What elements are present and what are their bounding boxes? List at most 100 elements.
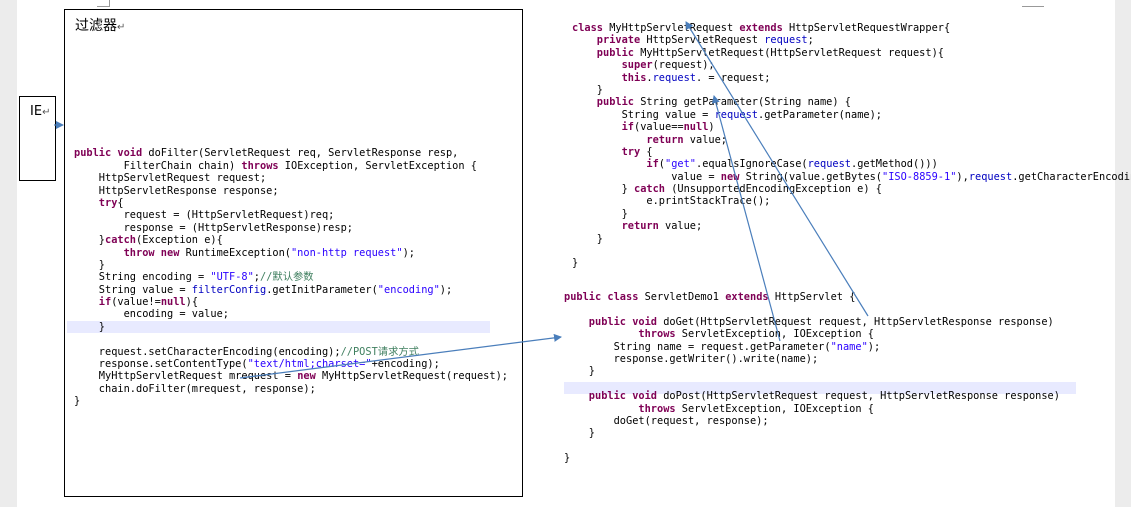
filter-code-token: String value = bbox=[74, 283, 192, 296]
filter-code-token: //默认参数 bbox=[260, 271, 314, 284]
filter-code-token: if bbox=[74, 296, 112, 309]
servlet-code-token: throws bbox=[564, 402, 682, 415]
wrapper-code-token: ( bbox=[658, 158, 665, 171]
filter-code-token: "encoding" bbox=[377, 283, 440, 296]
filter-code-line: String value = filterConfig.getInitParam… bbox=[74, 284, 508, 296]
filter-code-line: HttpServletRequest request; bbox=[74, 172, 508, 184]
wrapper-code-token: "get" bbox=[665, 158, 696, 171]
wrapper-code-line: } bbox=[572, 233, 1131, 245]
servlet-code-token: ); bbox=[867, 340, 881, 353]
servlet-code-token: class bbox=[607, 291, 645, 303]
filter-code-token: void bbox=[117, 147, 149, 160]
arrow-servlet-to-getparameter bbox=[711, 95, 781, 342]
filter-code-token: ; bbox=[253, 271, 260, 284]
servlet-code-line: } bbox=[564, 427, 1060, 439]
wrapper-code-line: try { bbox=[572, 146, 1131, 158]
servlet-code-line: doGet(request, response); bbox=[564, 415, 1060, 427]
filter-code-token: } bbox=[74, 395, 81, 408]
wrapper-code-token: request bbox=[764, 34, 808, 47]
wrapper-code-token: HttpServletRequestWrapper{ bbox=[789, 22, 951, 34]
wrapper-code-line: this.request. = request; bbox=[572, 72, 1131, 84]
filter-code-token: filterConfig bbox=[191, 283, 267, 296]
filter-code-token: (Exception e){ bbox=[136, 234, 223, 247]
page-corner-mark-top-right bbox=[1022, 0, 1044, 7]
servlet-code-token: extends bbox=[725, 291, 775, 303]
wrapper-code-token: . bbox=[646, 71, 653, 84]
wrapper-code-token: ; bbox=[807, 34, 814, 47]
wrapper-code-line: return value; bbox=[572, 134, 1131, 146]
filter-code-token: //POST请求方式 bbox=[340, 345, 419, 358]
filter-code-line: encoding = value; bbox=[74, 308, 508, 320]
wrapper-code-token: String value = bbox=[572, 108, 715, 121]
wrapper-code-token: request bbox=[652, 71, 697, 84]
servlet-code-line: } bbox=[564, 365, 1060, 377]
page-corner-mark-top-left bbox=[97, 0, 110, 7]
filter-code-token: ); bbox=[439, 283, 453, 296]
filter-code-token: encoding = value; bbox=[74, 308, 229, 321]
filter-code-token: ); bbox=[402, 246, 415, 259]
wrapper-code-token: catch bbox=[634, 183, 672, 196]
servlet-code-token: ServletException, IOException { bbox=[681, 402, 874, 415]
wrapper-code-token: .getCharacterEncoding()); bbox=[1012, 170, 1131, 183]
wrapper-code-token: private bbox=[572, 34, 647, 47]
filter-code-token: public bbox=[74, 147, 118, 160]
wrapper-code-line: } bbox=[572, 208, 1131, 220]
wrapper-code-line: } bbox=[572, 257, 1131, 269]
filter-code-token: (value!= bbox=[111, 296, 161, 309]
paragraph-mark: ↵ bbox=[42, 107, 51, 118]
filter-code-line: String encoding = "UTF-8";//默认参数 bbox=[74, 271, 508, 283]
filter-code-token: request = (HttpServletRequest)req; bbox=[74, 209, 335, 222]
servlet-code-token: doPost(HttpServletRequest request, HttpS… bbox=[663, 390, 1060, 403]
filter-code-line: } bbox=[74, 395, 508, 407]
filter-code-token: FilterChain chain) bbox=[74, 159, 242, 172]
wrapper-code-line: return value; bbox=[572, 220, 1131, 232]
filter-code-token: throws bbox=[241, 159, 285, 172]
filter-code-token: catch bbox=[105, 234, 136, 247]
servlet-code-line: } bbox=[564, 452, 1060, 464]
filter-code-line: response = (HttpServletResponse)resp; bbox=[74, 222, 508, 234]
servlet-code-line: public void doPost(HttpServletRequest re… bbox=[564, 390, 1060, 402]
arrow-getparameter-to-constructor bbox=[685, 21, 869, 317]
servlet-code-line: String name = request.getParameter("name… bbox=[564, 341, 1060, 353]
wrapper-code-token: e.printStackTrace(); bbox=[572, 195, 771, 208]
filter-code-line: request.setCharacterEncoding(encoding);/… bbox=[74, 346, 508, 358]
paragraph-mark: ↵ bbox=[117, 22, 126, 33]
filter-code-token: "text/html;charset=" bbox=[247, 358, 372, 371]
wrapper-code-line: if(value==null) bbox=[572, 121, 1131, 133]
filter-title-text: 过滤器 bbox=[75, 18, 117, 34]
filter-code-token: ){ bbox=[185, 296, 199, 309]
filter-code-token: HttpServletRequest request; bbox=[74, 172, 267, 185]
filter-highlight-line bbox=[67, 321, 490, 333]
filter-code-token: +encoding); bbox=[371, 358, 440, 371]
wrapper-code-line: String value = request.getParameter(name… bbox=[572, 109, 1131, 121]
wrapper-code-token: } bbox=[572, 83, 603, 96]
filter-code-token: doFilter(ServletRequest req, ServletResp… bbox=[148, 147, 459, 160]
servlet-code-line: throws ServletException, IOException { bbox=[564, 403, 1060, 415]
wrapper-code-token: value = bbox=[572, 170, 721, 183]
wrapper-code-token: .getParameter(name); bbox=[758, 108, 882, 121]
filter-code-line: try{ bbox=[74, 197, 508, 209]
wrapper-code-token: if bbox=[572, 121, 634, 134]
servlet-code-token: response.getWriter().write(name); bbox=[564, 352, 819, 365]
servlet-code-token: String name = request.getParameter( bbox=[564, 340, 831, 353]
filter-code-line: request = (HttpServletRequest)req; bbox=[74, 209, 508, 221]
wrapper-code-line: private HttpServletRequest request; bbox=[572, 34, 1131, 46]
filter-code-token: try bbox=[74, 196, 118, 209]
filter-code-token: request.setCharacterEncoding(encoding); bbox=[74, 345, 341, 358]
servlet-code-line: throws ServletException, IOException { bbox=[564, 328, 1060, 340]
servlet-code-block: public class ServletDemo1 extends HttpSe… bbox=[564, 291, 1060, 464]
wrapper-code-token: ) bbox=[708, 121, 715, 134]
wrapper-code-line: e.printStackTrace(); bbox=[572, 195, 1131, 207]
filter-code-token: IOException, ServletException { bbox=[284, 159, 477, 172]
wrapper-code-line: class MyHttpServletRequest extends HttpS… bbox=[572, 22, 1131, 34]
wrapper-code-token: this bbox=[572, 71, 647, 84]
wrapper-code-token: { bbox=[646, 145, 653, 158]
wrapper-code-line: } catch (UnsupportedEncodingException e)… bbox=[572, 183, 1131, 195]
wrapper-code-token: if bbox=[572, 158, 659, 171]
wrapper-code-token: (value== bbox=[634, 121, 684, 134]
filter-code-line: throw new RuntimeException("non-http req… bbox=[74, 247, 508, 259]
filter-code-line: }catch(Exception e){ bbox=[74, 234, 508, 246]
filter-code-line: FilterChain chain) throws IOException, S… bbox=[74, 160, 508, 172]
ie-label-text: IE bbox=[30, 104, 43, 119]
